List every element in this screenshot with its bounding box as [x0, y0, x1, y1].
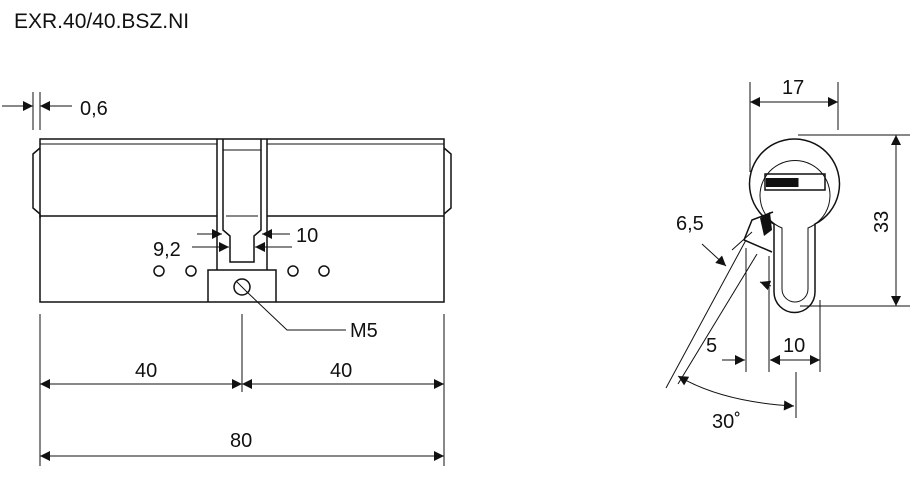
- cylinder-front-view: 17 33 6,5 5 10 30˚: [665, 77, 910, 433]
- cam-fill: [760, 212, 772, 236]
- dim-cam-small-label: 9,2: [153, 239, 181, 261]
- pin-hole: [185, 265, 197, 277]
- screw-hole: [233, 278, 251, 296]
- dim-cam-angle-label: 6,5: [676, 213, 704, 235]
- dim-offset-label: 0,6: [80, 98, 108, 120]
- cam: [743, 211, 774, 253]
- dim-total-label: 80: [230, 430, 252, 452]
- cylinder-side-view: 0,6 10 9,2 M5 40 40 80: [2, 92, 452, 466]
- dim-width-label: 17: [782, 77, 804, 99]
- dim-cam-width-label: 10: [296, 225, 318, 247]
- dim-angle-label: 30˚: [712, 411, 741, 433]
- cam-slot: [216, 139, 268, 270]
- dim-right-label: 40: [330, 360, 352, 382]
- keyway: [764, 173, 826, 191]
- screw-block: [207, 269, 277, 302]
- dim-bottom-width-label: 10: [783, 335, 805, 357]
- product-code-title: EXR.40/40.BSZ.NI: [14, 10, 189, 33]
- right-end-bevel: [443, 147, 452, 215]
- dim-cam-offset-label: 5: [706, 335, 717, 357]
- left-end-bevel: [32, 147, 41, 215]
- profile-outline: [748, 138, 841, 314]
- dim-height-label: 33: [871, 211, 893, 233]
- pin-hole: [318, 265, 330, 277]
- keyway-slot: [766, 178, 799, 187]
- dim-screw-label: M5: [350, 320, 378, 342]
- pin-hole: [287, 265, 299, 277]
- cylinder-body: [39, 138, 445, 303]
- dim-left-label: 40: [135, 360, 157, 382]
- pin-hole: [153, 265, 165, 277]
